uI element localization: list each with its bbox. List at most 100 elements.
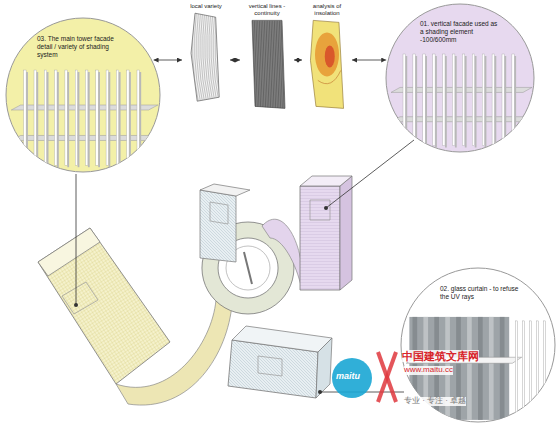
tower-thumbnail: local variety [184,3,228,103]
fin-shadow [405,56,407,148]
shading-fin [44,70,46,165]
fin-shadow [78,72,80,167]
bottom-block-side [316,338,332,398]
tower-line [269,20,272,108]
tower-window [258,356,282,376]
shading-fin [492,54,494,146]
shading-fin [544,321,546,423]
shading-fin [75,70,77,165]
purple-tower-top [300,176,352,186]
purple-tower-side [340,176,352,290]
tower-line [263,20,266,108]
shading-fin [522,321,524,423]
fin-shadow [504,56,506,148]
tower-line [266,20,269,108]
bottom-block-top [232,326,332,352]
fin-shadow [36,72,38,167]
fin-shadow [435,56,437,148]
tower-line [276,20,279,108]
floor-slab [11,105,158,110]
leader-dot [324,206,328,210]
fin-shadow [139,72,141,167]
tower-line [271,20,274,108]
floor-slab [391,117,532,122]
shading-fin [413,54,415,146]
tower-line [283,20,286,108]
ring-bar [244,252,252,284]
shading-fin [453,54,455,146]
watermark-logo-text: maitu [336,372,360,382]
tower-figure [184,3,228,103]
tower-figure [242,3,292,110]
tower-line [254,20,257,108]
tower-line [258,20,261,108]
callout-text: 02. glass curtain - to refuse the UV ray… [440,285,520,301]
fin-shadow [514,56,516,148]
watermark-url: www.maitu.cc [404,366,453,375]
tower-outline [191,13,219,101]
tower-line [278,20,281,108]
connector-arrow [154,60,182,61]
shading-fin [85,70,87,165]
glass-strip [478,317,483,420]
fin-shadow [425,56,427,148]
tower-top [38,228,100,276]
fin-shadow [108,72,110,167]
callout-text: 01. vertical facade used as a shading el… [420,20,502,43]
shading-fin [96,70,98,165]
shading-fin [24,70,26,165]
detail-drawing [11,70,158,167]
tower-line [256,20,259,108]
shading-fin [482,54,484,146]
fin-shadow [98,72,100,167]
tower-window [210,202,228,224]
tower-line [217,13,223,101]
fin-shadow [465,56,467,148]
thumbnail-label: analysis of insolation [304,3,350,17]
tower-thumbnail: vertical lines - continuity [242,3,292,110]
tower-line [215,13,221,101]
callout-circle [401,268,555,422]
tower-line [213,13,219,101]
tower-line [268,20,271,108]
fin-shadow [57,72,59,167]
fin-shadow [88,72,90,167]
shading-fin [65,70,67,165]
main-tower [38,228,170,384]
tower-line [273,20,276,108]
shading-fin [55,70,57,165]
shading-fin [529,321,531,423]
fin-shadow [26,72,28,167]
tower-line [284,20,287,108]
watermark-x [378,352,396,402]
shading-fin [537,321,539,423]
tower-outline [252,20,285,108]
glass-strip [489,317,494,420]
small-tower-top [200,184,250,196]
small-tower [200,190,236,262]
leader-line [76,174,77,305]
tower-line [279,20,282,108]
tower-window [62,282,98,314]
fin-shadow [495,56,497,148]
shading-fin [403,54,405,146]
shading-fin [512,54,514,146]
tower-drawing [310,20,343,108]
shading-fin [502,54,504,146]
shading-fin [137,70,139,165]
purple-band [262,219,302,290]
floor-slab [391,87,532,92]
tower-figure [304,3,350,110]
connector-arrow [230,60,240,61]
watermark-slogan: 专业 · 专注 · 卓越 [404,397,466,406]
leader-dot [318,390,322,394]
tower-line [251,20,254,108]
callout-circle [6,18,160,172]
shading-fin [423,54,425,146]
tower-line [188,13,194,101]
tower-line [259,20,262,108]
glass-strip [467,317,472,420]
insolation-contour [318,70,341,83]
tower-line [253,20,256,108]
